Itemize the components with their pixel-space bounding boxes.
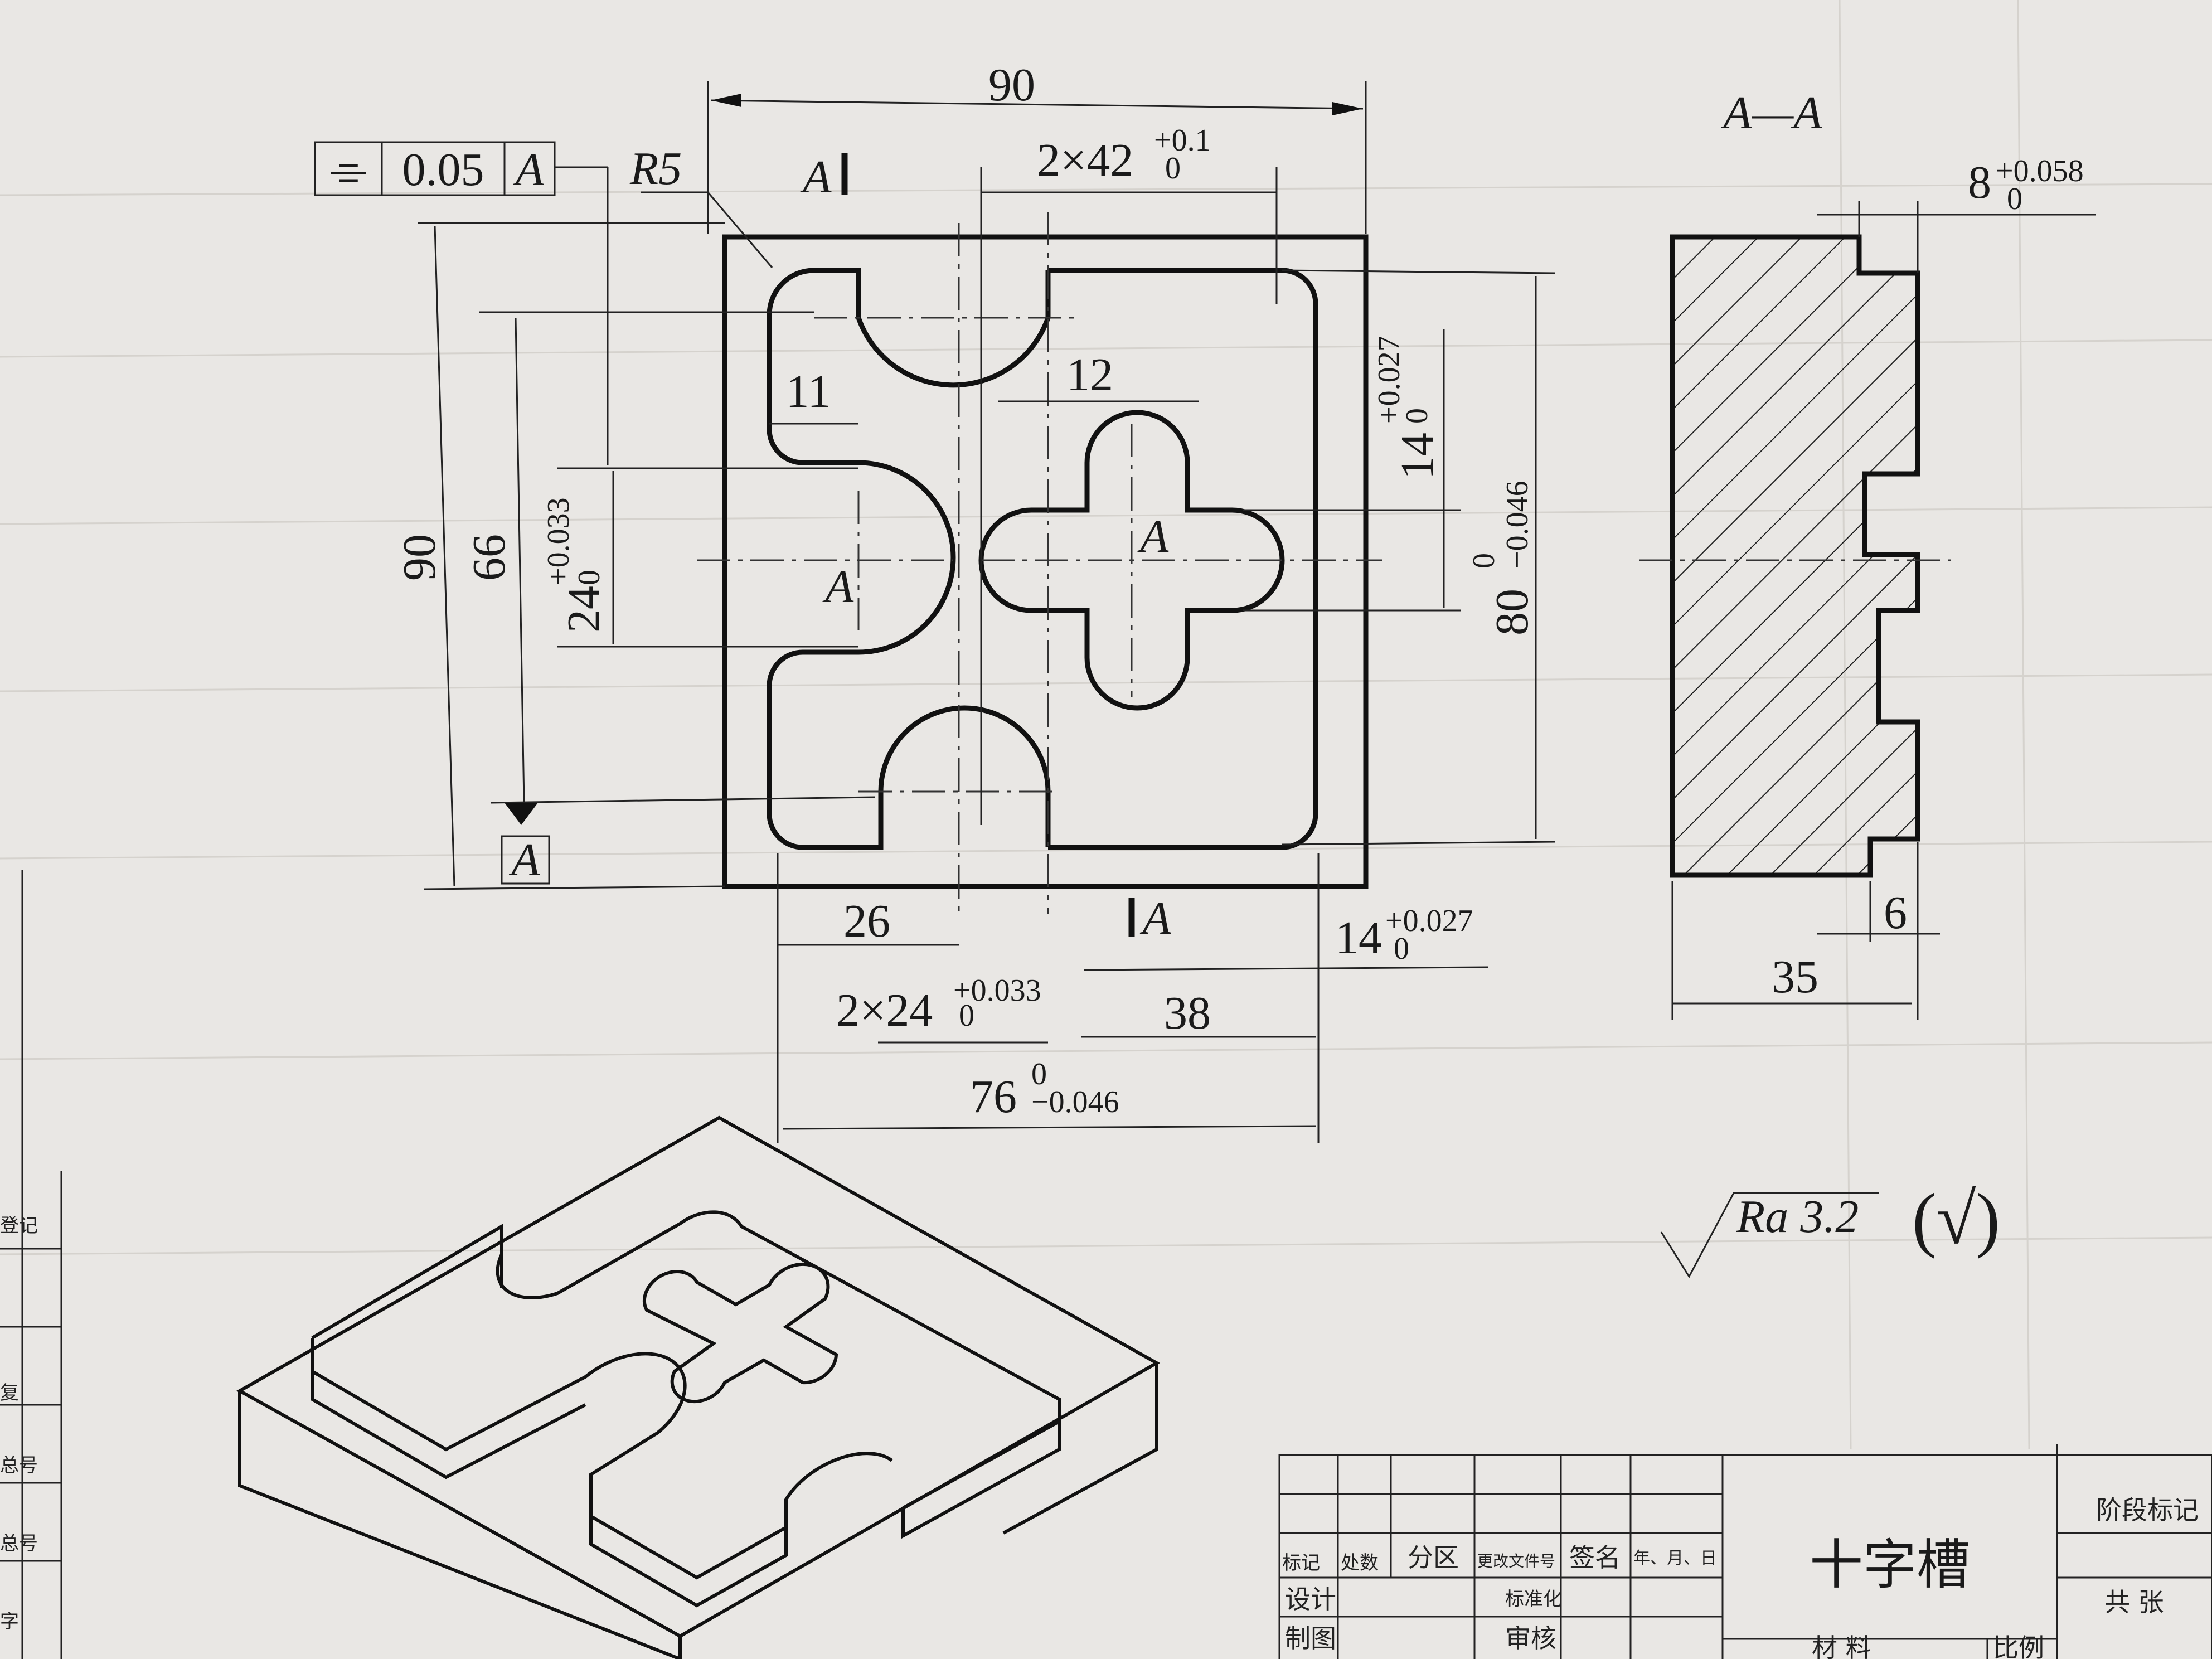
dim-14-v-upper: +0.027: [1372, 336, 1406, 424]
tb-material: 材 料: [1812, 1633, 1871, 1659]
dim-radius: R5: [629, 143, 682, 195]
dim-80-upper: 0: [1467, 553, 1501, 569]
dim-14-h-upper: +0.027: [1385, 904, 1473, 938]
tb-title: 十字槽: [1810, 1534, 1970, 1596]
dim-slot-pair-base: 2×42: [1037, 134, 1133, 186]
dim-14-v-lower: 0: [1400, 408, 1434, 424]
dim-24-v-upper: +0.033: [541, 497, 576, 585]
tb-review: 审核: [1505, 1623, 1556, 1653]
dim-14-v-base: 14: [1391, 433, 1443, 479]
dim-14-h-lower: 0: [1394, 932, 1409, 966]
dim-width-11: 11: [786, 366, 831, 418]
dim-76-lower: −0.046: [1031, 1085, 1119, 1119]
section-view: A—A 8 +0.058 0 6 35: [1639, 87, 2096, 1020]
symmetry-symbol: ⌯: [329, 144, 367, 196]
section-dim-35: 35: [1772, 951, 1818, 1003]
tb-label-zone: 分区: [1408, 1542, 1459, 1573]
section-depth-upper: +0.058: [1996, 154, 2084, 188]
dim-24-v-base: 24: [558, 586, 610, 633]
tb-label-mark: 标记: [1282, 1552, 1320, 1574]
tolerance-value: 0.05: [402, 144, 484, 196]
tb-label-date: 年、月、日: [1633, 1549, 1717, 1568]
cross-slot-outline: [978, 410, 1285, 711]
dim-76-base: 76: [970, 1071, 1017, 1123]
roughness-symbol: Ra 3.2 (√): [1660, 1179, 2000, 1278]
tolerance-frame: ⌯ 0.05 A: [314, 141, 609, 465]
section-dim-6: 6: [1884, 887, 1907, 939]
section-label: A—A: [1720, 87, 1822, 139]
tb-stage-mark: 阶段标记: [2096, 1495, 2199, 1525]
tb-label-sign: 签名: [1569, 1542, 1621, 1573]
dim-overall-width: 90: [988, 59, 1035, 111]
dim-2x24-base: 2×24: [836, 984, 933, 1036]
roughness-paren: (√): [1912, 1179, 2000, 1259]
dim-38: 38: [1164, 987, 1211, 1039]
dim-80-base: 80: [1486, 589, 1538, 636]
center-label-right: A: [1137, 511, 1169, 562]
dim-26: 26: [843, 895, 890, 947]
left-binding-strip: 登记 复 总号 总号 字: [0, 870, 62, 1659]
strip-label-5: 字: [0, 1611, 19, 1633]
tolerance-datum: A: [512, 144, 544, 196]
section-mark-bottom: A: [1139, 892, 1171, 944]
strip-label-1: 登记: [0, 1215, 38, 1237]
datum-box: A: [508, 834, 540, 886]
dim-2x24-lower: 0: [959, 998, 974, 1033]
tb-scale: 比例: [1993, 1633, 2044, 1659]
dim-slot-pair-upper: +0.1: [1154, 123, 1211, 158]
dim-overall-height: 90: [394, 534, 445, 581]
section-depth-base: 8: [1968, 157, 1991, 208]
front-view: [697, 212, 1382, 914]
tb-label-change-doc: 更改文件号: [1477, 1552, 1555, 1570]
tb-design: 设计: [1285, 1584, 1336, 1614]
center-label-left: A: [822, 561, 854, 613]
dim-24-v-lower: 0: [572, 570, 607, 585]
section-mark-top: A: [800, 151, 832, 203]
background-grid: [0, 0, 2212, 1450]
strip-label-2: 复: [0, 1382, 19, 1404]
dim-76-upper: 0: [1031, 1057, 1047, 1092]
tb-standardize: 标准化: [1505, 1588, 1562, 1611]
tb-label-count: 处数: [1341, 1552, 1379, 1574]
tb-total-sheets: 共 张: [2104, 1587, 2164, 1617]
section-profile: [1670, 234, 1920, 878]
dim-80-lower: −0.046: [1500, 481, 1535, 569]
outer-block-outline: [722, 234, 1369, 889]
dim-2x24-upper: +0.033: [953, 973, 1041, 1008]
dim-width-12: 12: [1066, 349, 1113, 401]
tb-draw: 制图: [1285, 1623, 1336, 1653]
strip-label-4: 总号: [0, 1532, 38, 1555]
front-dimensions: 90 2×42 +0.1 0 A R5 ⌯ 0.05 A 90: [314, 59, 1556, 1143]
dim-height-66: 66: [463, 534, 515, 581]
left-profile-outline: [767, 268, 1318, 850]
isometric-view: [236, 1115, 1161, 1659]
title-block: 标记 处数 分区 更改文件号 签名 年、月、日 设计 标准化 制图 审核 十字槽…: [1278, 1444, 2212, 1659]
roughness-label: Ra 3.2: [1736, 1191, 1859, 1243]
dim-14-h-base: 14: [1335, 912, 1382, 964]
dim-slot-pair-lower: 0: [1165, 151, 1181, 186]
strip-label-3: 总号: [0, 1454, 38, 1477]
section-depth-lower: 0: [2007, 182, 2022, 216]
